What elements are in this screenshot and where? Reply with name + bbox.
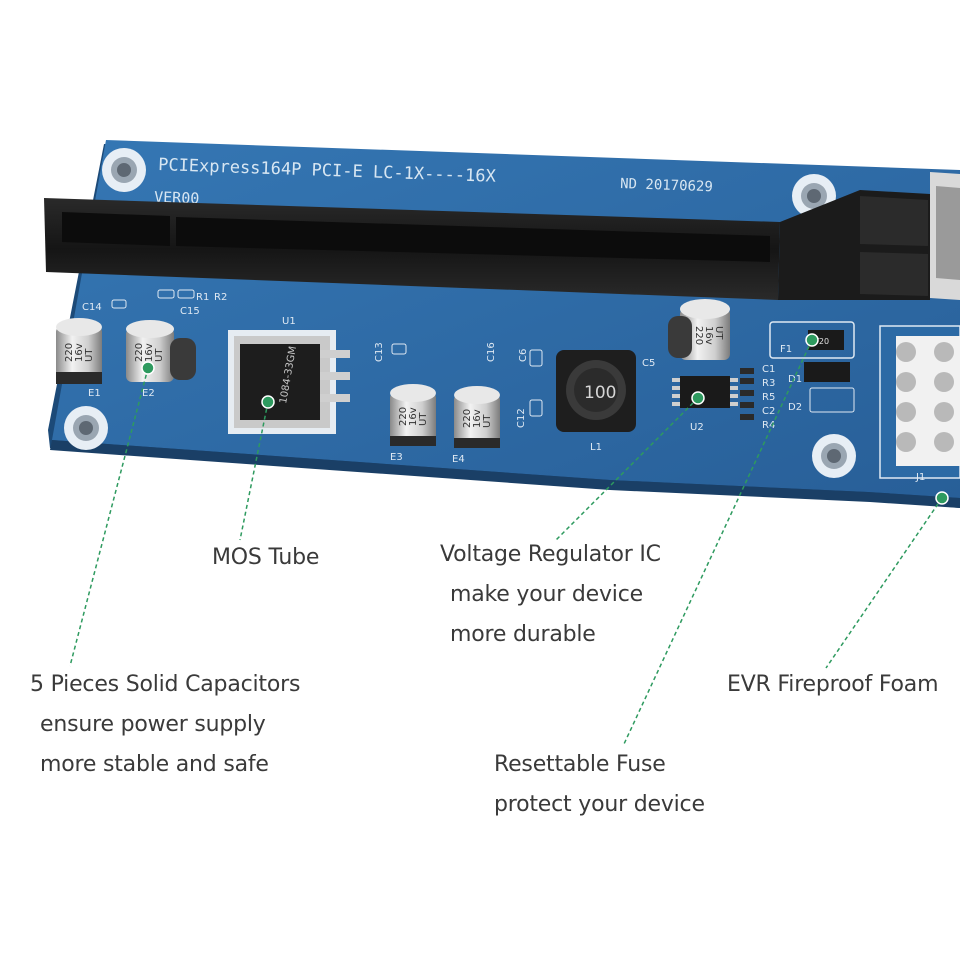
capacitor-e1: 220 16v UT E1 [56, 318, 102, 399]
callout-line: MOS Tube [212, 545, 320, 570]
callout-voltage-regulator: Voltage Regulator IC make your device mo… [440, 535, 661, 655]
svg-text:C6: C6 [518, 349, 529, 362]
svg-text:16v: 16v [74, 343, 85, 362]
smd-components: C1 R3 D1 R5 C2 D2 R4 C14 C15 R1 R2 C13 C… [82, 289, 802, 431]
power-connector-j1: J1 [879, 325, 960, 483]
svg-text:C14: C14 [82, 302, 102, 313]
svg-text:R4: R4 [762, 420, 775, 431]
capacitor-c5: 220 16v UT C5 [642, 299, 730, 369]
capacitor-e2: 220 16v UT E2 [126, 320, 196, 399]
svg-text:L1: L1 [590, 442, 602, 453]
callout-line: more durable [450, 622, 596, 647]
svg-text:16v: 16v [408, 407, 419, 426]
svg-text:UT: UT [154, 348, 165, 362]
callout-line: EVR Fireproof Foam [727, 672, 939, 697]
callout-resettable-fuse: Resettable Fuse protect your device [494, 745, 705, 825]
svg-text:D1: D1 [788, 374, 802, 385]
pcie-x16-slot [44, 190, 930, 300]
svg-text:C16: C16 [486, 342, 497, 362]
svg-text:C15: C15 [180, 306, 200, 317]
svg-text:220: 220 [398, 407, 409, 426]
svg-text:U2: U2 [690, 422, 704, 433]
leader-dots [141, 333, 949, 505]
svg-text:R2: R2 [214, 292, 227, 303]
svg-text:220: 220 [462, 409, 473, 428]
svg-text:UT: UT [482, 414, 493, 428]
board-date-code: ND 20170629 [620, 176, 713, 195]
svg-text:16v: 16v [144, 343, 155, 362]
svg-text:J1: J1 [915, 472, 925, 483]
usb-connector [930, 172, 960, 300]
svg-text:R1: R1 [196, 292, 209, 303]
leader-foam [825, 497, 943, 669]
callout-mos-tube: MOS Tube [212, 538, 319, 578]
inductor-l1: 100 L1 [556, 350, 636, 453]
svg-text:C1: C1 [762, 364, 775, 375]
svg-text:220: 220 [134, 343, 145, 362]
svg-text:UT: UT [418, 412, 429, 426]
capacitor-e4: 220 16v UT E4 [452, 386, 500, 465]
svg-text:F1: F1 [780, 344, 792, 355]
svg-text:R5: R5 [762, 392, 775, 403]
svg-text:D2: D2 [788, 402, 802, 413]
callout-line: more stable and safe [40, 752, 269, 777]
svg-text:E4: E4 [452, 454, 465, 465]
capacitor-e3: 220 16v UT E3 [390, 384, 436, 463]
callout-line: ensure power supply [40, 712, 266, 737]
svg-text:E2: E2 [142, 388, 155, 399]
svg-text:E1: E1 [88, 388, 101, 399]
mosfet-u1: 1084-33GM U1 [228, 316, 350, 434]
svg-text:100: 100 [584, 383, 616, 403]
svg-text:E3: E3 [390, 452, 403, 463]
svg-text:C13: C13 [374, 342, 385, 362]
svg-text:16v: 16v [472, 409, 483, 428]
svg-text:16v: 16v [703, 326, 714, 345]
callout-line: protect your device [494, 792, 705, 817]
svg-text:220: 220 [693, 326, 704, 345]
svg-text:C12: C12 [516, 408, 527, 428]
svg-text:220: 220 [64, 343, 75, 362]
fuse-f1: T20 F1 [769, 321, 855, 413]
svg-text:UT: UT [84, 348, 95, 362]
leader-fuse [623, 339, 813, 745]
svg-text:R3: R3 [762, 378, 775, 389]
callout-fireproof-foam: EVR Fireproof Foam [727, 665, 939, 705]
callout-line: 5 Pieces Solid Capacitors [30, 672, 301, 697]
callout-solid-capacitors: 5 Pieces Solid Capacitors ensure power s… [30, 665, 300, 785]
mounting-holes [64, 148, 856, 478]
leader-vreg [555, 397, 699, 541]
leader-mos [239, 401, 269, 541]
leader-caps [69, 367, 149, 667]
callout-line: make your device [450, 582, 643, 607]
leader-lines [69, 339, 943, 745]
svg-text:T20: T20 [813, 337, 829, 346]
callout-line: Resettable Fuse [494, 752, 666, 777]
svg-text:U1: U1 [282, 316, 296, 327]
svg-text:C2: C2 [762, 406, 775, 417]
svg-text:UT: UT [713, 326, 724, 340]
callout-line: Voltage Regulator IC [440, 542, 661, 567]
svg-text:C5: C5 [642, 358, 655, 369]
regulator-ic-u2: U2 [672, 376, 738, 433]
